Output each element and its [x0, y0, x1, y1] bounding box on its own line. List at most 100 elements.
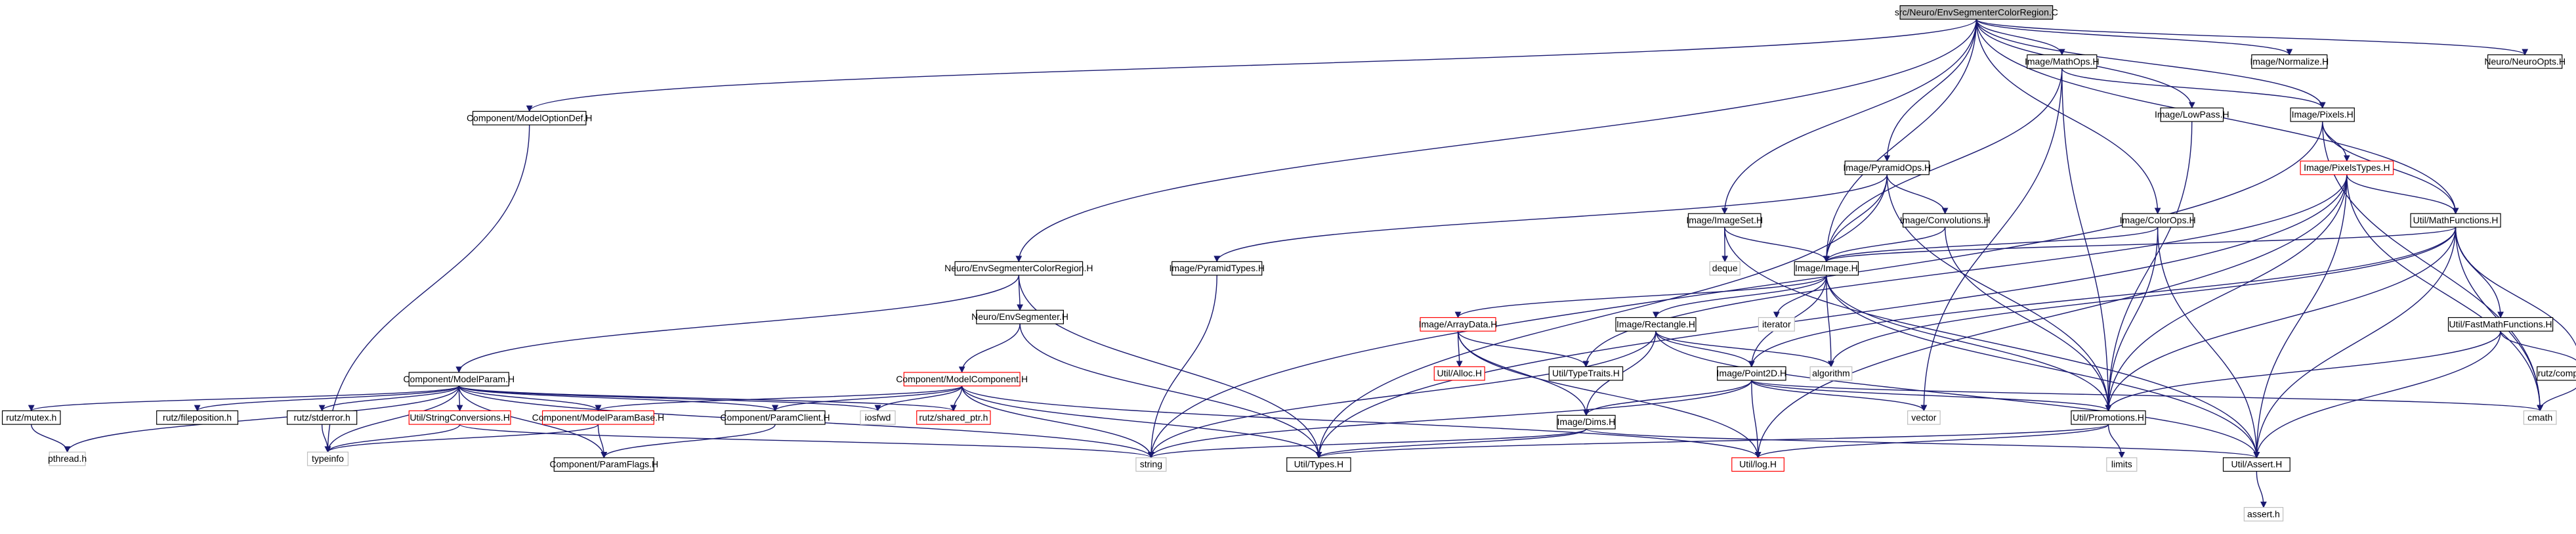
node-envsegcr[interactable]: Neuro/EnvSegmenterColorRegion.H — [944, 261, 1093, 276]
edge-mathops-to-pixels — [2061, 68, 2326, 109]
node-pyramidops[interactable]: Image/PyramidOps.H — [1843, 160, 1931, 175]
node-asserth: assert.h — [2243, 506, 2284, 522]
node-label-iterator: iterator — [1762, 319, 1791, 329]
edge-point2d-to-dims — [1583, 380, 1752, 416]
node-box-sharedptr — [916, 410, 991, 425]
node-box-image — [1794, 261, 1859, 276]
node-box-typeinfo — [306, 451, 349, 466]
edge-modelparam-to-typeinfo — [324, 386, 459, 453]
node-pixelstypes[interactable]: Image/PixelsTypes.H — [2300, 160, 2394, 175]
edge-promotions-to-log — [1754, 424, 2109, 458]
edge-pyramidops-to-convolutions — [1886, 174, 1949, 215]
node-box-arraydata — [1420, 317, 1496, 332]
edge-promotions-to-types — [1315, 424, 2109, 458]
node-box-alloc — [1433, 366, 1485, 381]
node-box-mathfunctions — [2410, 213, 2501, 228]
node-box-stringconv — [408, 410, 511, 425]
edge-pyramidtypes-to-string — [1147, 275, 1217, 458]
node-mathfunctions[interactable]: Util/MathFunctions.H — [2410, 213, 2501, 228]
node-pthread: pthread.h — [48, 451, 87, 466]
node-paramclient[interactable]: Component/ParamClient.H — [720, 410, 830, 425]
edge-root-to-pixels — [1975, 19, 2326, 109]
node-assertH[interactable]: Util/Assert.H — [2222, 457, 2291, 472]
edge-dims-to-types — [1315, 428, 1587, 458]
node-normalize[interactable]: Image/Normalize.H — [2250, 54, 2329, 69]
edge-modelparam-to-paramclient — [458, 385, 778, 412]
node-label-envseg: Neuro/EnvSegmenter.H — [971, 311, 1068, 322]
node-neuroopts[interactable]: Neuro/NeuroOpts.H — [2484, 54, 2565, 69]
edge-pixels-to-cmath — [2321, 121, 2544, 412]
node-label-types: Util/Types.H — [1294, 459, 1343, 470]
edge-modelcomponent-to-paramclient — [772, 385, 963, 412]
node-box-pyramidtypes — [1172, 261, 1263, 276]
edge-modelparambase-to-typeinfo — [324, 424, 599, 453]
node-stderror[interactable]: rutz/stderror.h — [286, 410, 358, 425]
node-label-rectangle: Image/Rectangle.H — [1616, 319, 1695, 329]
node-box-envsegcr — [954, 261, 1084, 276]
node-promotions[interactable]: Util/Promotions.H — [2071, 410, 2146, 425]
node-limits: limits — [2106, 457, 2138, 472]
node-label-iosfwd: iosfwd — [865, 412, 891, 422]
node-label-promotions: Util/Promotions.H — [2073, 412, 2144, 422]
node-label-fastmath: Util/FastMathFunctions.H — [2449, 319, 2552, 329]
edge-pixelstypes-to-promotions — [2105, 174, 2348, 412]
node-root[interactable]: src/Neuro/EnvSegmenterColorRegion.C — [1895, 5, 2058, 20]
node-log[interactable]: Util/log.H — [1731, 457, 1784, 472]
node-point2d[interactable]: Image/Point2D.H — [1717, 366, 1787, 381]
node-mutex[interactable]: rutz/mutex.h — [1, 410, 61, 425]
edge-pixelstypes-to-log — [1754, 174, 2348, 458]
edge-image-to-algorithm — [1826, 275, 1834, 368]
node-box-normalize — [2251, 54, 2328, 69]
edge-mathfunctions-to-image — [1823, 227, 2457, 263]
node-sharedptr[interactable]: rutz/shared_ptr.h — [916, 410, 991, 425]
node-rectangle[interactable]: Image/Rectangle.H — [1615, 317, 1697, 332]
node-label-lowpass: Image/LowPass.H — [2155, 109, 2229, 120]
node-types[interactable]: Util/Types.H — [1286, 457, 1351, 472]
node-pixels[interactable]: Image/Pixels.H — [2290, 107, 2355, 122]
edge-colorops-to-image — [1823, 227, 2159, 263]
node-dims[interactable]: Image/Dims.H — [1557, 414, 1616, 430]
edge-pyramidops-to-types — [1315, 174, 1888, 458]
edge-layer — [28, 18, 2576, 508]
edge-pixels-to-pixelstypes — [2321, 121, 2350, 162]
node-algorithm: algorithm — [1809, 366, 1853, 381]
node-box-iterator — [1758, 317, 1795, 332]
node-imageset[interactable]: Image/ImageSet.H — [1686, 213, 1763, 228]
node-image[interactable]: Image/Image.H — [1794, 261, 1859, 276]
node-pyramidtypes[interactable]: Image/PyramidTypes.H — [1169, 261, 1265, 276]
node-label-asserth: assert.h — [2247, 508, 2280, 519]
node-box-mathops — [2027, 54, 2098, 69]
node-label-stderror: rutz/stderror.h — [293, 412, 350, 422]
node-mathops[interactable]: Image/MathOps.H — [2025, 54, 2100, 69]
node-paramflags[interactable]: Component/ParamFlags.H — [549, 457, 658, 472]
node-label-point2d: Image/Point2D.H — [1717, 368, 1787, 378]
edge-dims-to-assertH — [1586, 428, 2260, 458]
node-lowpass[interactable]: Image/LowPass.H — [2155, 107, 2229, 122]
edge-paramclient-to-paramflags — [601, 424, 776, 458]
edge-modelparam-to-iosfwd — [458, 385, 881, 412]
edge-arraydata-to-typetraits — [1457, 330, 1590, 368]
edge-modelparam-to-paramflags — [458, 386, 608, 458]
edge-stringconv-to-typeinfo — [324, 424, 461, 453]
node-label-neuroopts: Neuro/NeuroOpts.H — [2484, 56, 2565, 66]
edge-arraydata-to-log — [1457, 331, 1762, 458]
node-modelcomponent[interactable]: Component/ModelComponent.H — [896, 372, 1028, 387]
node-convolutions[interactable]: Image/Convolutions.H — [1900, 213, 1991, 228]
edge-root-to-colorops — [1975, 19, 2161, 215]
node-box-pthread — [49, 451, 86, 466]
node-compatcmath[interactable]: rutz/compat_cmath.h — [2537, 366, 2576, 381]
node-alloc[interactable]: Util/Alloc.H — [1433, 366, 1485, 381]
node-modelparam[interactable]: Component/ModelParam.H — [403, 372, 515, 387]
node-arraydata[interactable]: Image/ArrayData.H — [1419, 317, 1498, 332]
node-typetraits[interactable]: Util/TypeTraits.H — [1548, 366, 1624, 381]
node-label-paramclient: Component/ParamClient.H — [720, 412, 830, 422]
node-fastmath[interactable]: Util/FastMathFunctions.H — [2447, 317, 2554, 332]
node-colorops[interactable]: Image/ColorOps.H — [2120, 213, 2196, 228]
node-modeloptiondef[interactable]: Component/ModelOptionDef.H — [467, 110, 592, 125]
node-envseg[interactable]: Neuro/EnvSegmenter.H — [971, 309, 1068, 324]
edge-colorops-to-assertH — [2157, 227, 2260, 458]
node-fileposition[interactable]: rutz/fileposition.h — [156, 410, 239, 425]
edge-convolutions-to-promotions — [1944, 227, 2112, 412]
node-modelparambase[interactable]: Component/ModelParamBase.H — [532, 410, 665, 425]
node-stringconv[interactable]: Util/StringConversions.H — [408, 410, 511, 425]
